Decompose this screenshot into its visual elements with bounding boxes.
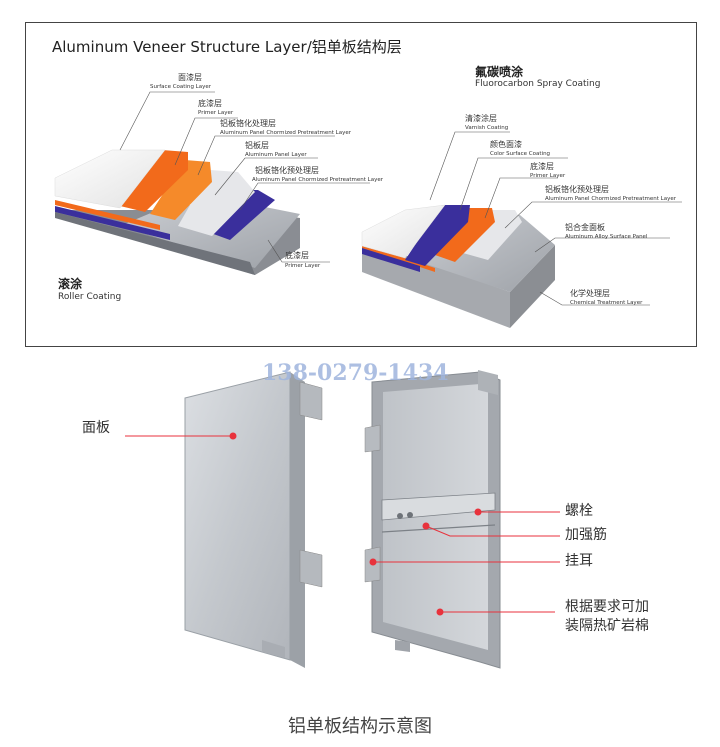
back-foot	[395, 640, 410, 652]
fluoro-layer-4-cn: 铝板铬化预处理层	[545, 185, 609, 194]
front-panel-edge	[290, 372, 305, 668]
strip-blue-left	[55, 206, 170, 240]
fluoro-layer-6-cn: 化学处理层	[570, 289, 610, 298]
insulation-callout-dot	[436, 608, 444, 616]
stiffener-callout-label: 加强筋	[565, 527, 607, 543]
roller-layer-3-en: Aluminum Panel Chormized Pretreatment La…	[220, 130, 351, 136]
panel-callout-dot	[229, 432, 237, 440]
fluoro-layer-6-en: Chemical Treatment Layer	[570, 300, 643, 306]
fluoro-title-cn: 氟碳喷涂	[475, 65, 524, 79]
bolt-head-1	[397, 513, 403, 519]
roller-layer-4-cn: 铝板层	[245, 141, 269, 150]
roller-layer-2-cn: 底漆层	[198, 99, 222, 108]
phone-watermark: 138-0279-1434	[262, 360, 449, 386]
fluoro-layer-2-cn: 颜色面漆	[490, 140, 522, 149]
figure-caption: 铝单板结构示意图	[288, 716, 432, 737]
insulation-callout-line2: 装隔热矿岩棉	[565, 618, 649, 634]
white-panel-layer	[178, 170, 255, 236]
fluoro-layer-3-cn: 底漆层	[530, 162, 554, 171]
roller-coating-title-cn: 滚涂	[58, 277, 83, 291]
orange-layer-2	[150, 160, 212, 220]
blue-color-layer	[405, 205, 470, 266]
roller-layer-6-cn: 底漆层	[285, 251, 309, 260]
front-hanger-bottom	[299, 549, 323, 588]
back-top-hanger	[478, 370, 498, 395]
front-hanger-top	[299, 381, 323, 421]
panel-callout-label: 面板	[82, 420, 110, 436]
fluoro-layer-5-cn: 铝合金面板	[565, 223, 605, 232]
alloy-panel-front	[510, 245, 555, 328]
orange-primer-layer	[435, 208, 495, 262]
roller-coating-title-en: Roller Coating	[58, 292, 122, 302]
front-hanger-foot	[262, 640, 285, 658]
strip-blue-right	[362, 248, 420, 272]
roller-leader-lines	[119, 91, 370, 263]
varnish-white-layer	[361, 204, 446, 259]
fluorocarbon-stack	[361, 204, 555, 328]
back-panel-inner	[383, 384, 488, 650]
roller-layer-5-cn: 铝板铬化预处理层	[255, 166, 319, 175]
base-gray-top	[120, 205, 300, 268]
roller-layer-1-cn: 面漆层	[178, 73, 202, 82]
bolt-callout-dot	[474, 508, 482, 516]
bolt-callout-label: 螺栓	[565, 503, 593, 519]
fluoro-leader-lines	[429, 131, 682, 306]
orange-layer-1	[120, 150, 188, 212]
roller-coating-stack	[54, 149, 300, 275]
strip-orange-left	[55, 200, 160, 230]
fluoro-layer-5-en: Aluminum Alloy Surface Panel	[565, 234, 648, 240]
hanger-callout-label: 挂耳	[565, 553, 593, 569]
white-pretreat-layer	[463, 210, 522, 260]
blue-primer-layer	[208, 190, 275, 240]
stiffener-callout-dot	[422, 522, 430, 530]
hanger-callout-dot	[369, 558, 377, 566]
fluoro-layer-1-cn: 清漆涂层	[465, 114, 497, 123]
bolt-head-2	[407, 512, 413, 518]
strip-gray-left	[55, 212, 255, 275]
callout-leaders	[125, 432, 560, 616]
roller-layer-3-cn: 铝板铬化处理层	[220, 119, 276, 128]
diagram-title: Aluminum Veneer Structure Layer/铝单板结构层	[52, 38, 402, 56]
fluoro-title-en: Fluorocarbon Spray Coating	[475, 79, 601, 89]
fluoro-layer-1-en: Varnish Coating	[465, 125, 509, 131]
front-panel	[184, 371, 323, 668]
fluoro-layer-3-en: Primer Layer	[530, 173, 566, 179]
roller-layer-2-en: Primer Layer	[198, 110, 234, 116]
roller-layer-1-en: Surface Coating Layer	[150, 84, 212, 90]
front-panel-face	[184, 371, 291, 661]
fluoro-layer-4-en: Aluminum Panel Chormized Pretreatment La…	[545, 196, 676, 202]
surface-coating-layer	[54, 149, 166, 209]
insulation-callout-line1: 根据要求可加	[565, 599, 649, 615]
roller-layer-6-en: Primer Layer	[285, 263, 321, 269]
fluoro-layer-2-en: Color Surface Coating	[490, 151, 551, 157]
back-panel	[364, 370, 501, 669]
roller-layer-5-en: Aluminum Panel Chormized Pretreatment La…	[252, 177, 383, 183]
back-hanger-top	[364, 424, 381, 453]
roller-layer-4-en: Aluminum Panel Layer	[245, 152, 307, 158]
